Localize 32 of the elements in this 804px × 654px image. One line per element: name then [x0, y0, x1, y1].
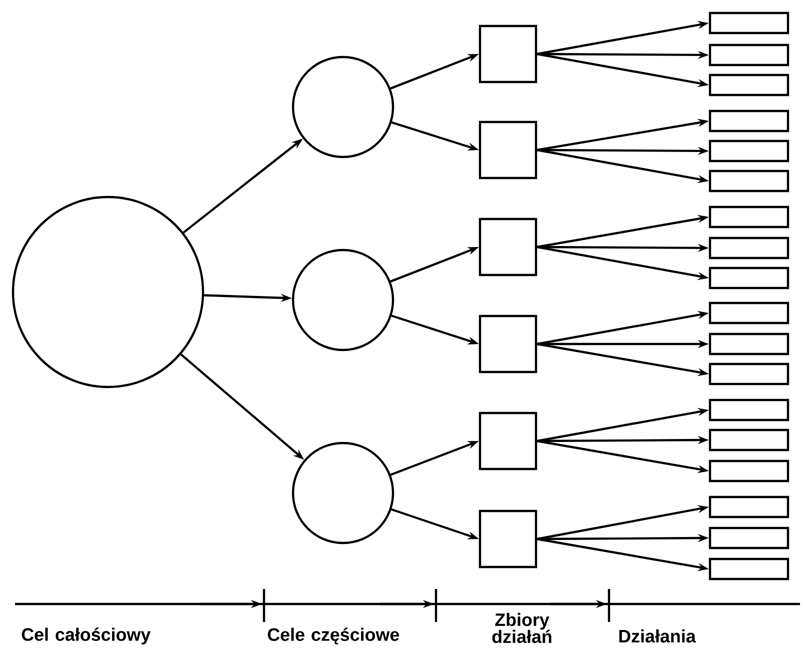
- action-box: [478, 218, 538, 276]
- goal-circle: [292, 56, 394, 158]
- action-box: [478, 412, 538, 470]
- action-box: [708, 110, 790, 132]
- action-box: [708, 362, 790, 386]
- goal-circle: [292, 248, 394, 352]
- action-box: [708, 460, 790, 482]
- action-box: [708, 302, 790, 324]
- axis-label: Cel całościowy: [22, 628, 151, 644]
- axis-label: Cele częściowe: [268, 628, 400, 644]
- action-box: [478, 314, 538, 374]
- action-box: [708, 266, 790, 290]
- action-box: [708, 206, 790, 228]
- axis-label: Zbiory działań: [492, 612, 552, 644]
- goal-circle: [292, 442, 394, 544]
- action-box: [708, 236, 790, 260]
- action-box: [708, 496, 790, 518]
- action-box: [478, 24, 538, 84]
- action-box: [708, 74, 790, 96]
- action-box: [478, 120, 538, 180]
- action-box: [708, 398, 790, 422]
- action-box: [708, 428, 790, 452]
- action-box: [708, 140, 790, 162]
- action-box: [708, 170, 790, 192]
- action-box: [708, 526, 790, 550]
- axis-label: Działania: [619, 629, 696, 643]
- action-box: [708, 558, 790, 580]
- goal-circle: [12, 196, 204, 388]
- action-box: [708, 44, 790, 66]
- action-box: [478, 510, 538, 568]
- action-box: [708, 332, 790, 356]
- action-box: [708, 12, 790, 34]
